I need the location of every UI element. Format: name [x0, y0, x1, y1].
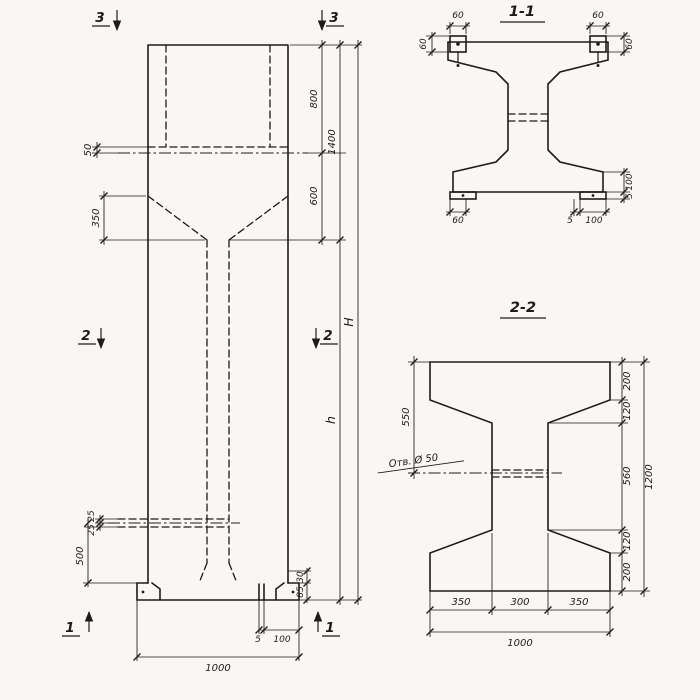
anchor-dot [461, 194, 465, 197]
section-1-1-view: 1-1 [419, 4, 635, 226]
dim-label-5: 5 [255, 635, 261, 645]
anchor-dot [596, 64, 600, 67]
anchor-dot [291, 590, 295, 594]
dimension-lines [408, 356, 650, 637]
dim-label-600: 600 [309, 186, 320, 205]
anchor-studs [457, 52, 599, 63]
dim-label-300: 300 [510, 597, 529, 608]
dim-label-60: 60 [419, 38, 429, 50]
dim-label-100: 100 [625, 173, 635, 190]
dim-label-50: 50 [83, 144, 94, 157]
dim-label-30: 30 [296, 571, 306, 583]
hole-label-underline [377, 460, 465, 474]
web-hidden-lines [507, 113, 549, 122]
dim-label-25a: 25 [87, 510, 97, 522]
dim-label-h: h [323, 416, 338, 424]
dim-label-25b: 25 [87, 524, 97, 536]
dim-label-1000: 1000 [507, 638, 532, 649]
dim-label-100: 100 [273, 635, 290, 645]
corner-angle-right [579, 191, 607, 200]
dim-label-60: 60 [452, 216, 464, 226]
dim-label-60: 60 [452, 11, 464, 21]
dim-label-1400: 1400 [327, 129, 338, 154]
section-marker-2-left: 2 [81, 328, 90, 344]
dim-label-1200: 1200 [644, 464, 655, 489]
anchor-dot [456, 42, 460, 46]
section-marker-1-right: 1 [325, 620, 334, 636]
centerlines [108, 152, 308, 524]
corner-angle-left [449, 191, 477, 200]
section-marker-3-right: 3 [329, 10, 338, 26]
dim-label-350: 350 [451, 597, 470, 608]
dim-label-H: H [341, 317, 356, 327]
elevation-view: 50 350 800 600 1400 h H 25 25 500 30 85 … [62, 10, 363, 674]
anchor-dot [141, 590, 145, 594]
anchor-dot [591, 194, 595, 197]
dim-label-550: 550 [401, 407, 412, 426]
dim-label-200: 200 [622, 371, 633, 390]
dim-label-800: 800 [309, 89, 320, 108]
section-markers: 3 3 2 2 1 1 [62, 10, 344, 637]
dim-label-560: 560 [622, 466, 633, 485]
section-2-2-title: 2-2 [510, 300, 536, 316]
dim-label-60: 60 [592, 11, 604, 21]
dim-label-60: 60 [625, 38, 635, 50]
dim-label-120: 120 [622, 401, 633, 420]
hidden-lines [117, 44, 289, 584]
dim-label-350: 350 [91, 208, 102, 227]
hole-hidden-lines [491, 469, 549, 478]
anchor-dot [456, 64, 460, 67]
dim-label-5: 5 [625, 193, 635, 199]
dim-label-5: 5 [567, 216, 573, 226]
dim-label-500: 500 [75, 546, 86, 565]
dim-label-200: 200 [622, 562, 633, 581]
column-outline [136, 44, 300, 601]
section-marker-1-left: 1 [65, 620, 74, 636]
dim-label-350: 350 [569, 597, 588, 608]
dim-label-85: 85 [296, 586, 306, 598]
section-1-1-title: 1-1 [509, 4, 535, 20]
dimension-lines [83, 40, 362, 661]
dim-label-120: 120 [622, 531, 633, 550]
section-marker-2-right: 2 [323, 328, 332, 344]
anchor-dot [596, 42, 600, 46]
dim-label-100: 100 [585, 216, 602, 226]
section-marker-3-left: 3 [95, 10, 104, 26]
dim-label-1000: 1000 [205, 663, 230, 674]
